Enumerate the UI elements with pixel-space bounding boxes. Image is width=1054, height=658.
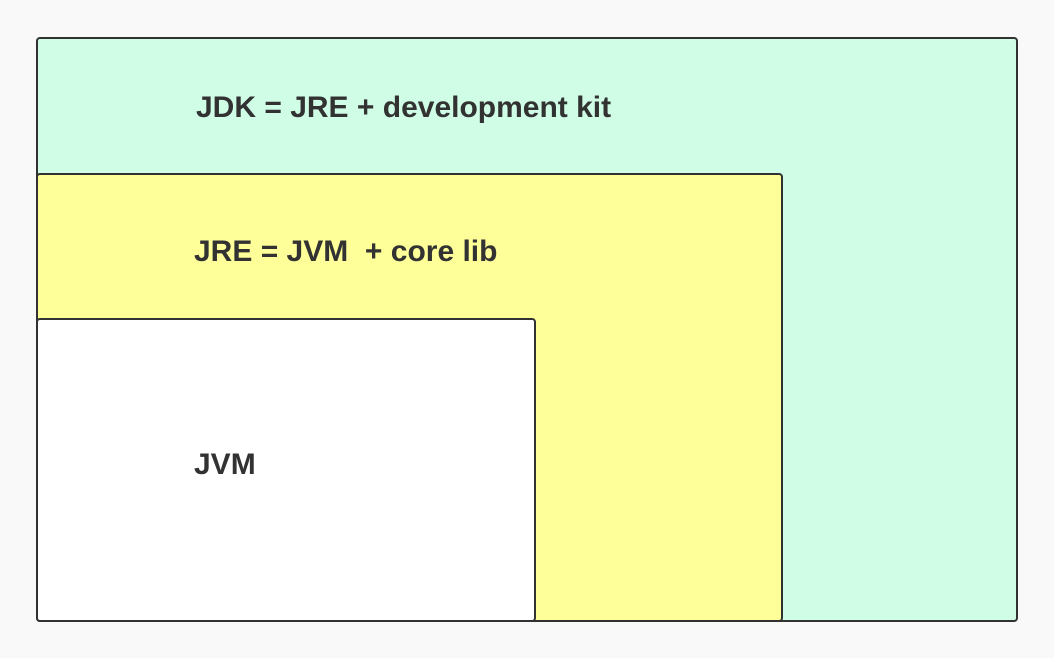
jdk-label: JDK = JRE + development kit: [196, 91, 612, 124]
jvm-box: [36, 318, 536, 622]
jvm-label: JVM: [194, 448, 256, 481]
jre-label: JRE = JVM + core lib: [194, 235, 498, 268]
